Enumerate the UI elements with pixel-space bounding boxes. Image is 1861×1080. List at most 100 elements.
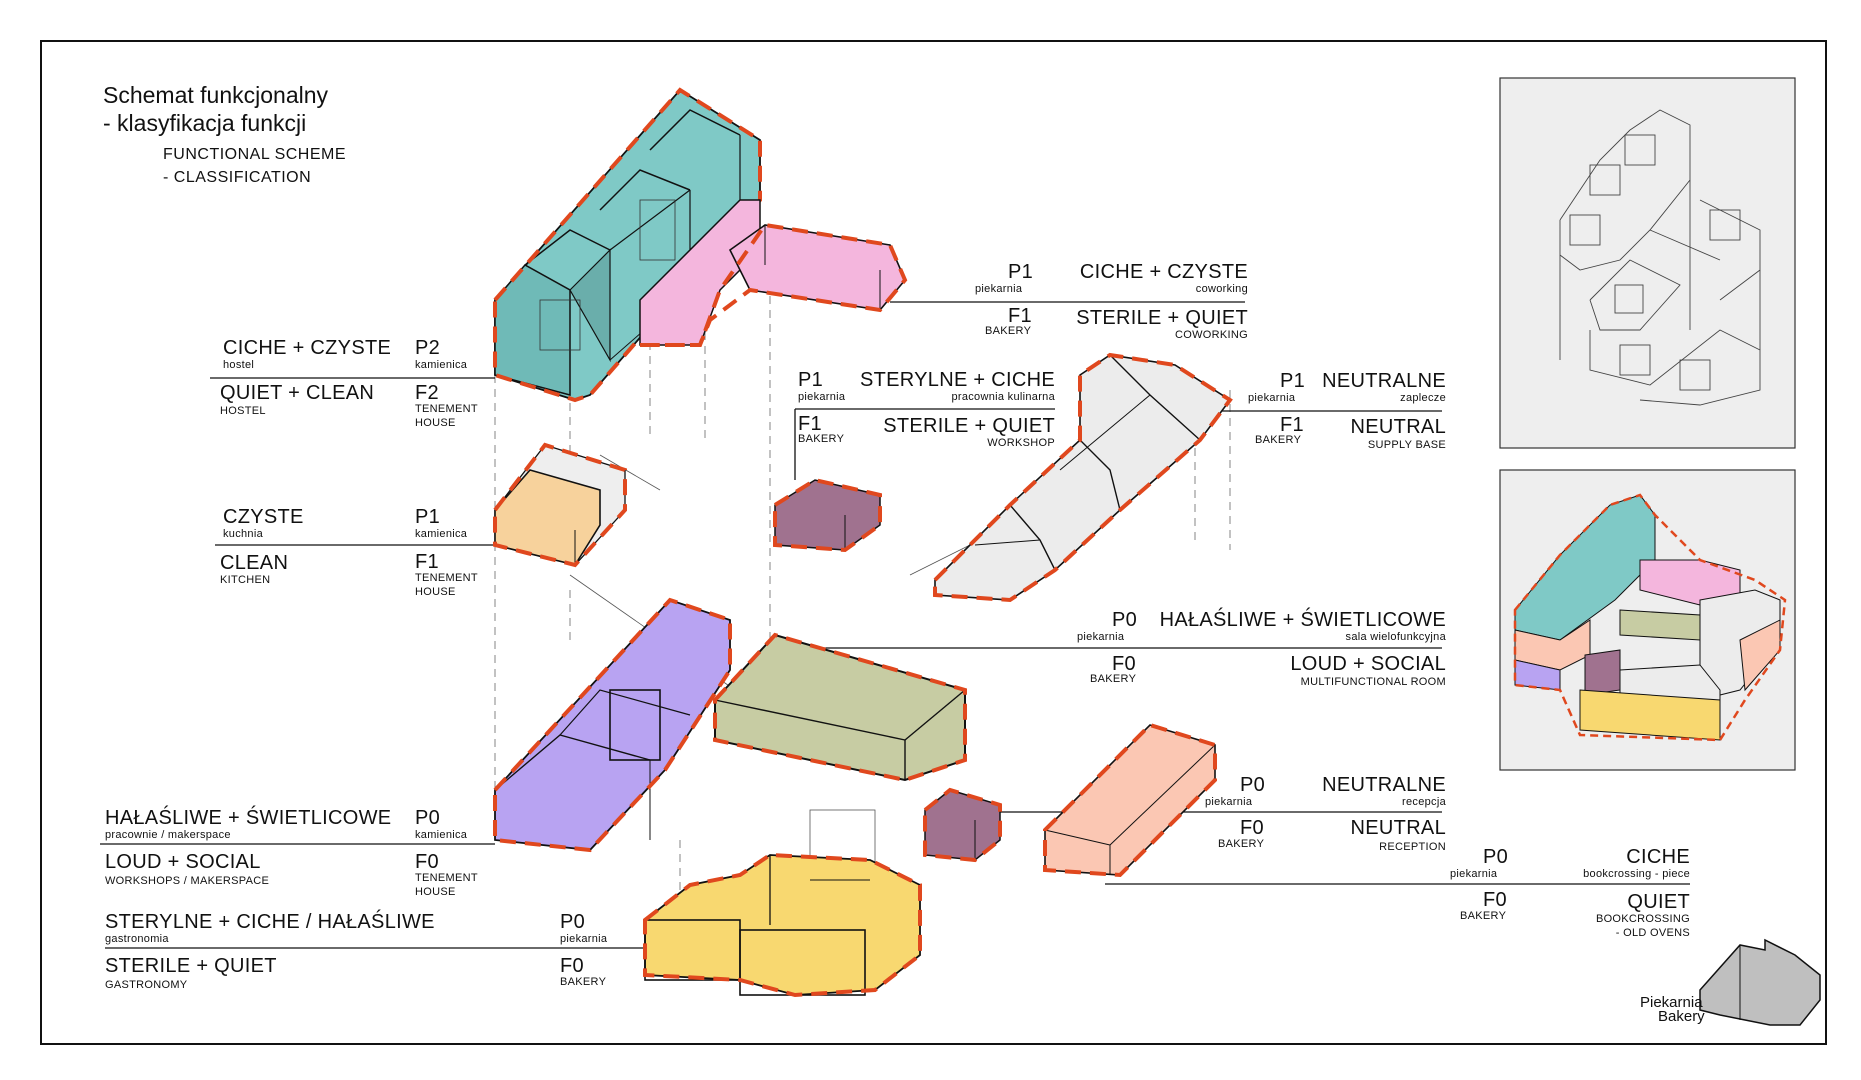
building-en: BAKERY bbox=[985, 325, 1032, 337]
function-pl: pracownie / makerspace bbox=[105, 829, 231, 841]
level-pl: P0 bbox=[1240, 774, 1266, 796]
category-en: QUIET + CLEAN bbox=[220, 382, 375, 404]
label-leaders bbox=[100, 301, 1690, 949]
category-en: LOUD + SOCIAL bbox=[105, 851, 261, 873]
building-pl: kamienica bbox=[415, 359, 468, 371]
function-en: KITCHEN bbox=[220, 574, 271, 586]
category-en: STERILE + QUIET bbox=[105, 955, 277, 977]
building-pl: kamienica bbox=[415, 528, 468, 540]
function-pl: kuchnia bbox=[223, 528, 264, 540]
legend-label-pl: Piekarnia bbox=[1640, 994, 1703, 1011]
level-en: F0 bbox=[1483, 889, 1507, 911]
level-en: F0 bbox=[415, 851, 439, 873]
function-en: HOSTEL bbox=[220, 405, 266, 417]
building-pl: piekarnia bbox=[1450, 868, 1498, 880]
level-pl: P1 bbox=[1280, 370, 1306, 392]
category-en: STERILE + QUIET bbox=[883, 415, 1055, 437]
category-en: QUIET bbox=[1627, 891, 1690, 913]
building-en: BAKERY bbox=[1090, 673, 1137, 685]
function-en-2: - OLD OVENS bbox=[1615, 927, 1690, 939]
level-en: F1 bbox=[1280, 414, 1304, 436]
category-en: CLEAN bbox=[220, 552, 289, 574]
building-pl: kamienica bbox=[415, 829, 468, 841]
category-en: STERILE + QUIET bbox=[1076, 307, 1248, 329]
building-en-2: HOUSE bbox=[415, 586, 456, 598]
building-en-1: TENEMENT bbox=[415, 872, 478, 884]
building-en-1: TENEMENT bbox=[415, 572, 478, 584]
building-pl: piekarnia bbox=[1205, 796, 1253, 808]
category-en: NEUTRAL bbox=[1350, 817, 1446, 839]
function-pl: pracownia kulinarna bbox=[951, 391, 1055, 403]
gastronomy-volume bbox=[643, 852, 922, 998]
coworking-volume bbox=[639, 199, 908, 347]
building-en-2: HOUSE bbox=[415, 417, 456, 429]
level-pl: P0 bbox=[415, 807, 441, 829]
function-en: COWORKING bbox=[1175, 329, 1248, 341]
function-pl: bookcrossing - piece bbox=[1583, 868, 1690, 880]
bakery-row-volume bbox=[933, 352, 1233, 603]
reception-annex-volume bbox=[923, 787, 1002, 863]
kitchen-volume bbox=[493, 442, 627, 568]
category-pl: HAŁAŚLIWE + ŚWIETLICOWE bbox=[105, 807, 392, 829]
inset-colored-model bbox=[1499, 469, 1796, 771]
title-pl-line2: - klasyfikacja funkcji bbox=[103, 110, 307, 136]
level-pl: P0 bbox=[560, 911, 586, 933]
level-pl: P1 bbox=[798, 369, 824, 391]
building-en: BAKERY bbox=[1460, 910, 1507, 922]
building-pl: piekarnia bbox=[1248, 392, 1296, 404]
category-pl: STERYLNE + CICHE bbox=[859, 369, 1055, 391]
function-pl: sala wielofunkcyjna bbox=[1345, 631, 1446, 643]
building-en: BAKERY bbox=[1218, 838, 1265, 850]
reception-volume bbox=[1043, 722, 1217, 878]
category-pl: CZYSTE bbox=[223, 506, 304, 528]
level-pl: P2 bbox=[415, 337, 441, 359]
category-pl: CICHE + CZYSTE bbox=[223, 337, 392, 359]
category-pl: CICHE + CZYSTE bbox=[1079, 261, 1248, 283]
function-en: WORKSHOP bbox=[987, 437, 1055, 449]
level-pl: P0 bbox=[1483, 846, 1509, 868]
building-en: BAKERY bbox=[1255, 434, 1302, 446]
building-pl: piekarnia bbox=[1077, 631, 1125, 643]
inset-wireframe bbox=[1499, 77, 1796, 449]
level-pl: P0 bbox=[1112, 609, 1138, 631]
category-en: LOUD + SOCIAL bbox=[1290, 653, 1446, 675]
bakery-legend-icon bbox=[1699, 938, 1821, 1026]
culinary-workshop-volume bbox=[773, 477, 882, 553]
level-en: F1 bbox=[1008, 305, 1032, 327]
function-pl: zaplecze bbox=[1400, 392, 1446, 404]
title-en-line2: - CLASSIFICATION bbox=[163, 169, 312, 186]
function-en: SUPPLY BASE bbox=[1367, 439, 1446, 451]
building-pl: piekarnia bbox=[975, 283, 1023, 295]
building-en-1: TENEMENT bbox=[415, 403, 478, 415]
level-en: F1 bbox=[798, 413, 822, 435]
function-en-1: BOOKCROSSING bbox=[1595, 913, 1690, 925]
building-pl: piekarnia bbox=[560, 933, 608, 945]
drawing-frame bbox=[40, 40, 1827, 1045]
building-en-2: HOUSE bbox=[415, 886, 456, 898]
building-en: BAKERY bbox=[798, 433, 845, 445]
function-en: WORKSHOPS / MAKERSPACE bbox=[105, 875, 270, 887]
level-pl: P1 bbox=[1008, 261, 1034, 283]
function-pl: recepcja bbox=[1402, 796, 1446, 808]
building-en: BAKERY bbox=[560, 976, 607, 988]
level-en: F0 bbox=[560, 955, 584, 977]
level-en: F2 bbox=[415, 382, 439, 404]
category-pl: NEUTRALNE bbox=[1322, 370, 1446, 392]
building-pl: piekarnia bbox=[798, 391, 846, 403]
function-pl: hostel bbox=[223, 359, 255, 371]
level-en: F0 bbox=[1112, 653, 1136, 675]
function-pl: coworking bbox=[1195, 283, 1248, 295]
category-en: NEUTRAL bbox=[1350, 416, 1446, 438]
level-en: F1 bbox=[415, 551, 439, 573]
category-pl: STERYLNE + CICHE / HAŁAŚLIWE bbox=[105, 911, 435, 933]
category-pl: CICHE bbox=[1626, 846, 1690, 868]
workshops-volume bbox=[493, 597, 732, 853]
category-pl: HAŁAŚLIWE + ŚWIETLICOWE bbox=[1159, 609, 1446, 631]
level-en: F0 bbox=[1240, 817, 1264, 839]
title-en-line1: FUNCTIONAL SCHEME bbox=[163, 146, 347, 163]
function-en: MULTIFUNCTIONAL ROOM bbox=[1300, 676, 1446, 688]
legend-label-en: Bakery bbox=[1658, 1008, 1705, 1025]
level-pl: P1 bbox=[415, 506, 441, 528]
title-pl-line1: Schemat funkcjonalny bbox=[103, 82, 329, 108]
